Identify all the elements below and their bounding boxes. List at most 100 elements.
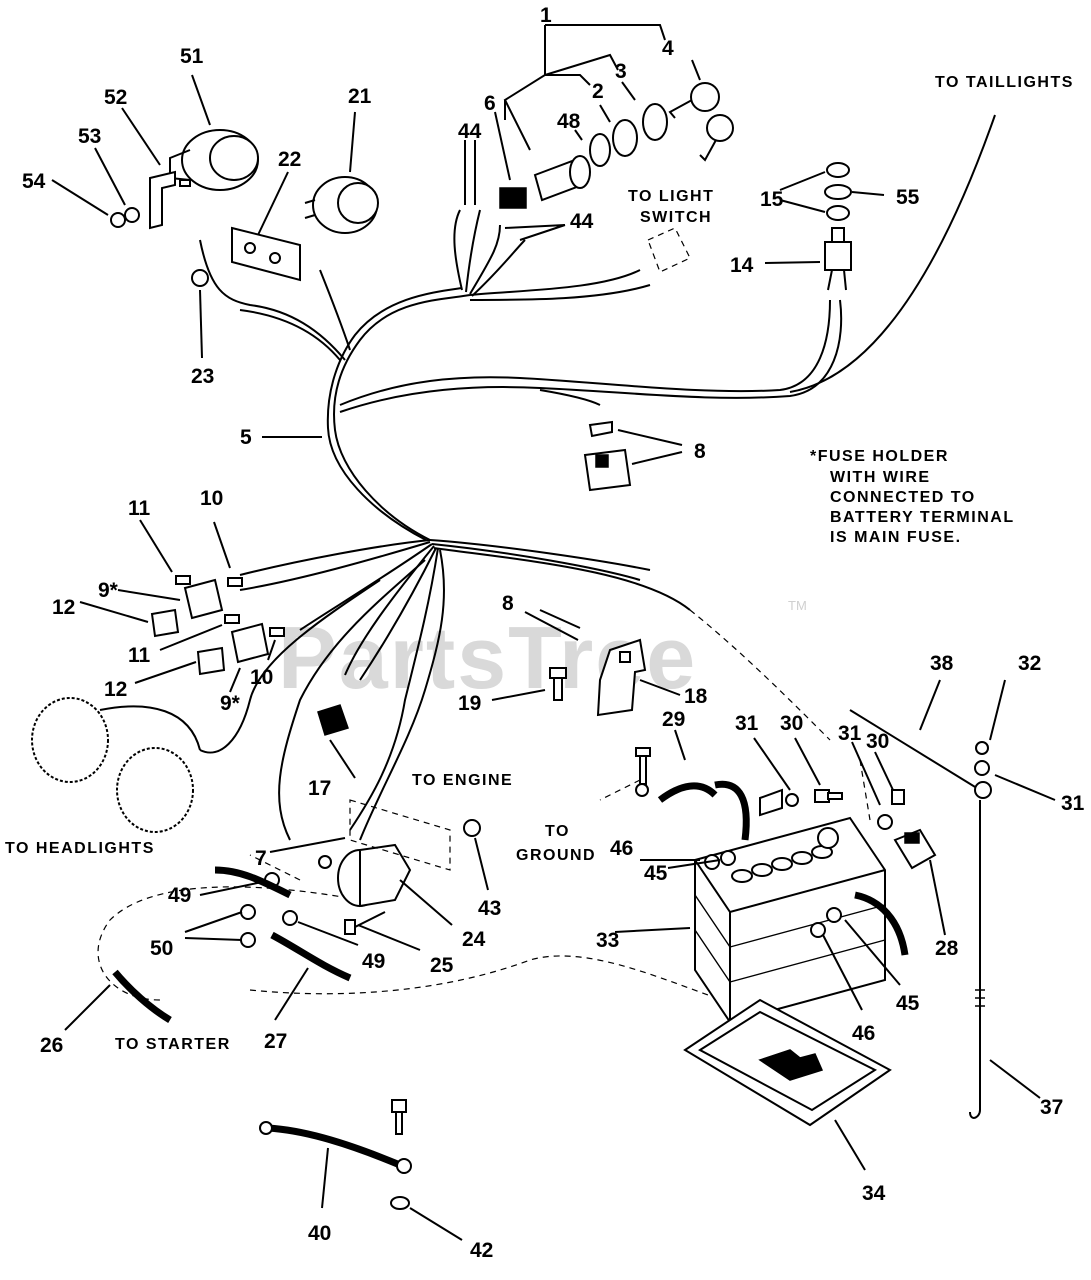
nut-49-lower[interactable] [282, 910, 298, 926]
callout-23: 23 [191, 365, 214, 388]
hold-down-rod[interactable] [849, 709, 992, 1119]
callout-17: 17 [308, 777, 331, 800]
headlight-wire [99, 705, 201, 751]
ground-cable[interactable] [714, 780, 750, 841]
switch-bracket[interactable] [596, 638, 647, 717]
ground-strap[interactable] [267, 1124, 402, 1169]
washer-31[interactable] [785, 793, 799, 807]
ignition-connector[interactable] [499, 187, 527, 209]
cable-upper[interactable] [214, 866, 292, 899]
fuse-switch[interactable] [583, 420, 632, 492]
callout-2: 2 [592, 80, 604, 103]
hex-nut-54[interactable] [110, 212, 126, 228]
callout-44-upper: 44 [458, 120, 482, 143]
nut-32[interactable] [975, 741, 989, 755]
callout-46-upper: 46 [610, 837, 633, 860]
bolt-30[interactable] [814, 789, 843, 803]
callout-7: 7 [255, 847, 267, 870]
hex-nut-43[interactable] [463, 819, 481, 837]
footnote-line-5: IS MAIN FUSE. [830, 529, 962, 546]
nut-46-lower[interactable] [810, 922, 826, 938]
callout-51: 51 [180, 45, 204, 68]
callout-14: 14 [730, 254, 754, 277]
fuse-footnote: *FUSE HOLDER WITH WIRE CONNECTED TO BATT… [810, 448, 1015, 546]
battery-clamp[interactable] [759, 788, 783, 817]
hex-nut-23[interactable] [191, 269, 209, 287]
washer-45-upper[interactable] [720, 850, 736, 866]
callout-6: 6 [484, 92, 496, 115]
callout-46-lower: 46 [852, 1022, 875, 1045]
callout-27: 27 [264, 1030, 287, 1053]
callout-21: 21 [348, 85, 372, 108]
callout-8-upper: 8 [694, 440, 706, 463]
callout-50: 50 [150, 937, 173, 960]
caption-to-starter: TO STARTER [115, 1036, 231, 1053]
callout-5: 5 [240, 426, 252, 449]
callout-37: 37 [1040, 1096, 1063, 1119]
nut-3[interactable] [642, 103, 668, 141]
ignition-keys[interactable] [668, 82, 734, 162]
footnote-line-4: BATTERY TERMINAL [830, 509, 1015, 526]
headlight-right[interactable] [116, 747, 194, 833]
callout-4: 4 [662, 37, 674, 60]
callout-55: 55 [896, 186, 920, 209]
lock-washer[interactable] [124, 207, 140, 223]
terminal-cap[interactable] [893, 828, 937, 870]
washer-45-lower[interactable] [826, 907, 842, 923]
washer-42[interactable] [390, 1196, 410, 1210]
engine-connector[interactable] [317, 704, 349, 736]
callout-31-mid: 31 [838, 722, 862, 745]
ground-strap-eye-left [259, 1121, 273, 1135]
battery[interactable] [694, 816, 886, 1024]
callout-33: 33 [596, 929, 619, 952]
callout-19: 19 [458, 692, 481, 715]
washer-48[interactable] [589, 133, 611, 167]
strap-bolt[interactable] [391, 1099, 407, 1135]
callout-18: 18 [684, 685, 708, 708]
battery-tray[interactable] [683, 998, 892, 1127]
callout-30-right: 30 [866, 730, 889, 753]
washer-2[interactable] [612, 119, 638, 157]
ammeter-gauge[interactable] [304, 176, 379, 234]
cable-26[interactable] [112, 969, 172, 1024]
callout-29: 29 [662, 708, 685, 731]
gauge-mounting-plate[interactable] [231, 226, 301, 282]
ground-terminal[interactable] [635, 783, 649, 797]
callout-44-right: 44 [570, 210, 594, 233]
callout-15: 15 [760, 188, 784, 211]
footnote-line-3: CONNECTED TO [830, 489, 976, 506]
wire-harness [199, 114, 996, 841]
callout-45-lower: 45 [896, 992, 920, 1015]
callout-45-upper: 45 [644, 862, 668, 885]
cable-29[interactable] [657, 782, 718, 803]
fuse-holder-lower[interactable] [196, 614, 285, 676]
bolt-19[interactable] [549, 667, 567, 701]
bolt-29[interactable] [635, 747, 651, 785]
callout-32: 32 [1018, 652, 1041, 675]
washer-31-right[interactable] [974, 760, 990, 776]
gauge-bracket[interactable] [149, 170, 176, 230]
nut-50-lower[interactable] [240, 932, 256, 948]
caption-to-headlights: TO HEADLIGHTS [5, 840, 155, 857]
ignition-switch[interactable] [533, 155, 591, 202]
positive-cable[interactable] [854, 891, 909, 956]
callout-22: 22 [278, 148, 301, 171]
hour-meter-gauge[interactable] [169, 129, 259, 191]
callout-24: 24 [462, 928, 486, 951]
fuse-holder-upper[interactable] [150, 575, 243, 638]
bolt-25[interactable] [344, 911, 386, 935]
brake-switch[interactable] [824, 227, 852, 291]
starter-solenoid[interactable] [318, 799, 451, 908]
hex-nut-15-top[interactable] [826, 162, 850, 178]
callout-9-upper: 9* [98, 579, 119, 602]
washer-31-mid[interactable] [877, 814, 893, 830]
headlight-left[interactable] [31, 697, 109, 783]
hex-nut-15-bottom[interactable] [826, 205, 850, 221]
bolt-30-right[interactable] [891, 789, 905, 805]
washer-55[interactable] [824, 184, 852, 200]
callout-48: 48 [557, 110, 581, 133]
callout-43: 43 [478, 897, 501, 920]
captions: TO TAILLIGHTS TO LIGHT SWITCH TO ENGINE … [5, 74, 1072, 1053]
nut-50-upper[interactable] [240, 904, 256, 920]
cable-27[interactable] [270, 931, 352, 982]
